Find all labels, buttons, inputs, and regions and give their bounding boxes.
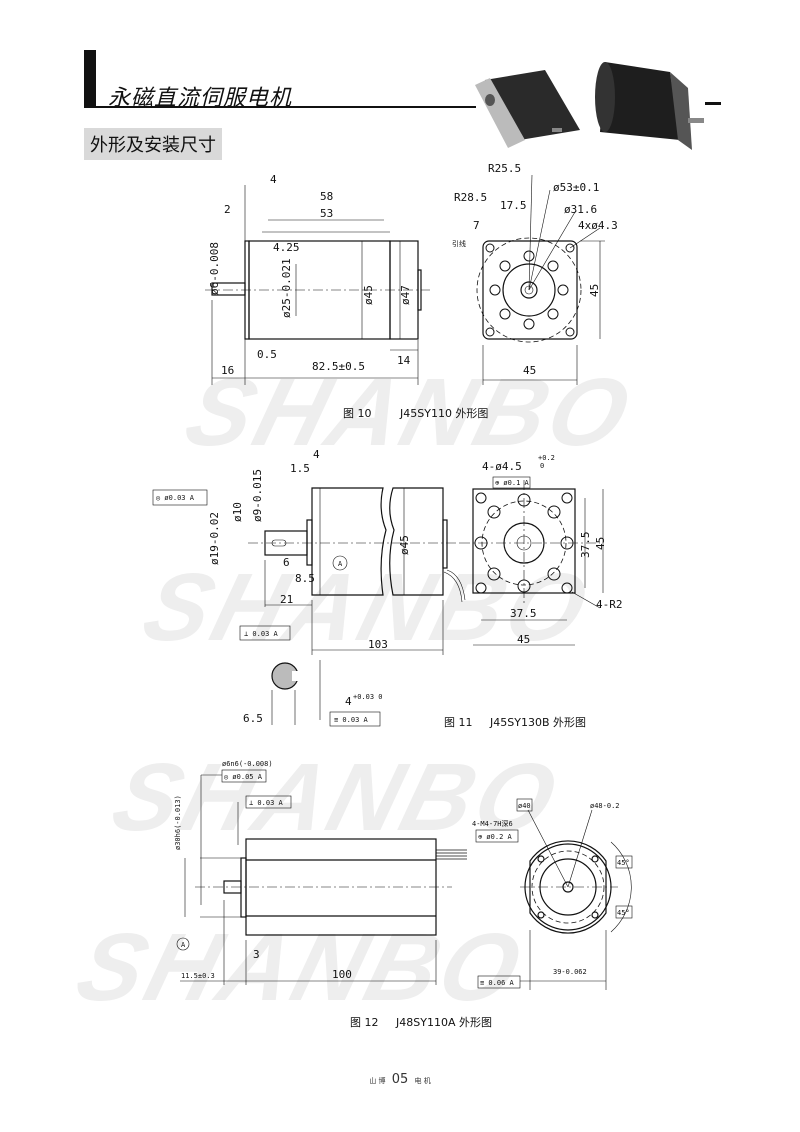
dim-6: 6 <box>283 556 290 569</box>
dim-14: 14 <box>397 354 411 367</box>
dim-phi48: ø48-0.2 <box>590 802 620 810</box>
header-accent-bar <box>84 50 96 108</box>
figure-12-end-view <box>475 798 633 990</box>
figure-12-dimensions: ø6n6(-0.008) ◎ ø0.05 A ⊥ 0.03 A ø30h6(-0… <box>174 760 630 1029</box>
dim-key-tolerance: +0.03 0 <box>353 693 383 701</box>
figure-10-dimensions: 4 58 53 2 4.25 ø6-0.008 ø25-0.021 ø45 ø4… <box>208 162 618 420</box>
watermark-text-1: SHANBO <box>175 359 644 466</box>
page-number: 05 <box>391 1072 409 1087</box>
figure-10-end-view <box>476 174 605 385</box>
figure-12-caption: J48SY110A 外形图 <box>395 1016 492 1029</box>
perpendicularity-tolerance-frame: ⊥ 0.03 A <box>249 799 284 807</box>
dim-phi45: ø45 <box>398 535 411 555</box>
dim-45-horizontal: 45 <box>517 633 530 646</box>
dim-7: 7 <box>473 219 480 232</box>
dim-4: 4 <box>270 173 277 186</box>
dim-angle-45-lower: 45° <box>617 909 630 917</box>
dim-100: 100 <box>332 968 352 981</box>
header-rule-end <box>705 102 721 105</box>
perpendicularity-tolerance-frame: ⊥ 0.03 A <box>244 630 279 638</box>
figure-10-side-view <box>205 185 430 385</box>
dim-16: 16 <box>221 364 234 377</box>
dim-4: 4 <box>313 448 320 461</box>
dim-37-5-horizontal: 37.5 <box>510 607 537 620</box>
figure-11-end-view <box>460 476 604 646</box>
page-footer: 山 博 05 电 机 <box>0 1072 800 1087</box>
dim-39: 39-0.062 <box>553 968 587 976</box>
dim-phi19: ø19-0.02 <box>208 512 221 565</box>
datum-a-marker: A <box>181 941 186 949</box>
dim-angle-45-upper: 45° <box>617 859 630 867</box>
dim-103: 103 <box>368 638 388 651</box>
position-tolerance-frame: ⊕ ø0.2 A <box>478 833 513 841</box>
dim-square-45-vertical: 45 <box>588 284 601 297</box>
watermark-text-4: SHANBO <box>67 914 536 1021</box>
dim-shaft-diameter: ø6n6(-0.008) <box>222 760 273 768</box>
dim-45-vertical: 45 <box>594 537 607 550</box>
dim-shaft-diameter: ø6-0.008 <box>208 242 221 295</box>
figure-10-number: 图 10 <box>343 407 372 420</box>
dim-pilot-diameter: ø30h6(-0.013) <box>174 795 182 850</box>
symmetry-tolerance-frame: ≡ 0.03 A <box>334 716 369 724</box>
dim-thread-holes: 4-M4-7H深6 <box>472 819 513 828</box>
motor-photo-2 <box>595 62 704 150</box>
figure-11-dimensions: 1.5 4 4-ø4.5 +0.2 0 ⊕ ø0.1 A ◎ ø0.03 A ø… <box>156 448 623 729</box>
dim-cap-diameter: ø47 <box>399 285 412 305</box>
watermark-text-3: SHANBO <box>102 744 571 851</box>
footer-brand: 山 博 <box>369 1077 386 1085</box>
lead-wire-label: 引线 <box>452 239 466 248</box>
dim-r28-5: R28.5 <box>454 191 487 204</box>
figure-11-number: 图 11 <box>444 716 473 729</box>
position-tolerance-frame: ⊕ ø0.1 A <box>495 479 530 487</box>
dim-58: 58 <box>320 190 333 203</box>
dim-pilot-diameter: ø25-0.021 <box>280 258 293 318</box>
dim-53: 53 <box>320 207 333 220</box>
symmetry-tolerance-frame: ≡ 0.06 A <box>480 979 515 987</box>
dim-holes-tol-upper: +0.2 <box>538 454 555 462</box>
figure-11-side-view <box>152 487 466 727</box>
dim-1-5: 1.5 <box>290 462 310 475</box>
dim-17-5: 17.5 <box>500 199 527 212</box>
dim-phi9: ø9-0.015 <box>251 469 264 522</box>
motor-photo-1 <box>475 70 580 148</box>
dim-holes-tol-lower: 0 <box>540 462 544 470</box>
figure-10-caption: J45SY110 外形图 <box>399 407 488 420</box>
figure-11-caption: J45SY130B 外形图 <box>489 716 586 729</box>
watermark-text-2: SHANBO <box>133 554 602 661</box>
dim-mounting-holes: 4-ø4.5 <box>482 460 522 473</box>
dim-square-45-horizontal: 45 <box>523 364 536 377</box>
dim-11-5: 11.5±0.3 <box>181 972 215 980</box>
dim-82-5: 82.5±0.5 <box>312 360 365 373</box>
dim-4-25: 4.25 <box>273 241 300 254</box>
dim-2: 2 <box>224 203 231 216</box>
dim-3: 3 <box>253 948 260 961</box>
figure-12-number: 图 12 <box>350 1016 379 1029</box>
footer-category: 电 机 <box>414 1077 431 1085</box>
dim-r25-5: R25.5 <box>488 162 521 175</box>
header-rule <box>84 106 476 108</box>
dim-phi53: ø53±0.1 <box>553 181 599 194</box>
dim-body-diameter: ø45 <box>362 285 375 305</box>
dim-phi40: ø40 <box>518 802 531 810</box>
concentricity-tolerance-frame: ◎ ø0.03 A <box>156 494 195 502</box>
dim-0-5: 0.5 <box>257 348 277 361</box>
dim-21: 21 <box>280 593 293 606</box>
section-heading: 外形及安装尺寸 <box>84 128 222 160</box>
dim-6-5: 6.5 <box>243 712 263 725</box>
datum-a-marker: A <box>338 560 343 568</box>
figure-12-side-view <box>176 769 467 985</box>
concentricity-tolerance-frame: ◎ ø0.05 A <box>224 773 263 781</box>
dim-phi10: ø10 <box>231 502 244 522</box>
dim-phi31-6: ø31.6 <box>564 203 597 216</box>
dim-8-5: 8.5 <box>295 572 315 585</box>
watermark: SHANBO SHANBO SHANBO SHANBO <box>67 359 644 1021</box>
dim-mounting-holes: 4xø4.3 <box>578 219 618 232</box>
dim-corner-radius: 4-R2 <box>596 598 623 611</box>
dim-key-width: 4 <box>345 695 352 708</box>
dim-37-5-vertical: 37.5 <box>579 532 592 559</box>
